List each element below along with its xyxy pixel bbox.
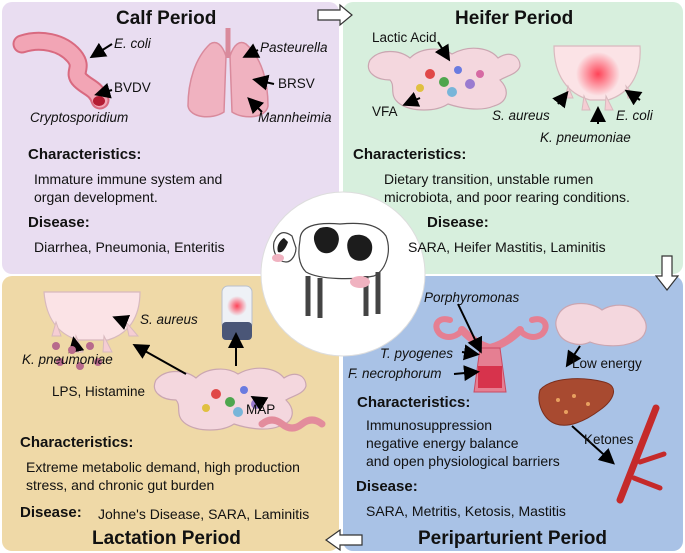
label-porphyromonas: Porphyromonas: [424, 290, 520, 305]
calf-characteristics-heading: Characteristics:: [28, 146, 142, 163]
calf-title: Calf Period: [116, 8, 217, 29]
label-pasteurella: Pasteurella: [260, 40, 328, 55]
heifer-characteristics-line-1: Dietary transition, unstable rumen: [384, 171, 594, 187]
lactation-rumen-illustration: [153, 367, 326, 432]
lactation-characteristics-line-1: Extreme metabolic demand, high productio…: [26, 459, 300, 475]
lactation-characteristics-line-2: stress, and chronic gut burden: [26, 477, 215, 493]
label-lps-histamine: LPS, Histamine: [52, 384, 146, 399]
label-low-energy: Low energy: [572, 356, 642, 371]
label-ecoli-heifer: E. coli: [616, 108, 653, 123]
heifer-title: Heifer Period: [455, 8, 574, 29]
cow-illustration: [260, 191, 426, 357]
label-ketones: Ketones: [584, 432, 634, 447]
periparturient-disease-heading: Disease:: [356, 478, 418, 495]
liver-illustration: [538, 378, 614, 426]
label-bvdv: BVDV: [114, 80, 151, 95]
periparturient-rumen-illustration: [555, 302, 647, 347]
label-map: MAP: [246, 402, 276, 417]
label-vfa: VFA: [372, 104, 398, 119]
label-brsv: BRSV: [278, 76, 315, 91]
lactation-characteristics-heading: Characteristics:: [20, 434, 134, 451]
label-saureus-lactation: S. aureus: [140, 312, 198, 327]
udder-illustration: [553, 45, 641, 111]
calf-disease-text: Diarrhea, Pneumonia, Enteritis: [34, 239, 225, 255]
label-fnecrophorum: F. necrophorum: [348, 366, 442, 381]
lactation-disease-text: Johne's Disease, SARA, Laminitis: [98, 506, 310, 522]
periparturient-characteristics-heading: Characteristics:: [357, 394, 471, 411]
label-mannheimia: Mannheimia: [258, 110, 332, 125]
label-kpneumoniae-lactation: K. pneumoniae: [22, 352, 113, 367]
calf-characteristics-line-2: organ development.: [34, 189, 158, 205]
periparturient-disease-text: SARA, Metritis, Ketosis, Mastitis: [366, 503, 566, 519]
label-kpneumoniae-heifer: K. pneumoniae: [540, 130, 631, 145]
lungs-illustration: [187, 28, 269, 118]
periparturient-characteristics-line-3: and open physiological barriers: [366, 453, 560, 469]
lactation-disease-heading: Disease:: [20, 504, 82, 521]
rumen-illustration: [367, 47, 521, 111]
label-cryptosporidium: Cryptosporidium: [30, 110, 129, 125]
label-tpyogenes: T. pyogenes: [380, 346, 454, 361]
periparturient-characteristics-line-1: Immunosuppression: [366, 417, 493, 433]
heifer-disease-heading: Disease:: [427, 214, 489, 231]
calf-characteristics-line-1: Immature immune system and: [34, 171, 223, 187]
label-lactic-acid: Lactic Acid: [372, 30, 437, 45]
cycle-arrow-left: [324, 528, 363, 552]
intestine-illustration: [12, 31, 110, 110]
periparturient-characteristics-line-2: negative energy balance: [366, 435, 519, 451]
label-saureus-heifer: S. aureus: [492, 108, 550, 123]
hoof-illustration: [221, 285, 253, 340]
heifer-characteristics-line-2: microbiota, and poor rearing conditions.: [384, 189, 630, 205]
calf-disease-heading: Disease:: [28, 214, 90, 231]
lps-particles: [52, 342, 102, 370]
periparturient-title: Periparturient Period: [418, 528, 607, 549]
heifer-characteristics-heading: Characteristics:: [353, 146, 467, 163]
label-ecoli-calf: E. coli: [114, 36, 151, 51]
heifer-disease-text: SARA, Heifer Mastitis, Laminitis: [408, 239, 606, 255]
cycle-arrow-down: [654, 255, 680, 291]
cycle-arrow-right: [317, 3, 353, 27]
lactation-title: Lactation Period: [92, 528, 241, 549]
blood-vessel-illustration: [616, 404, 667, 504]
